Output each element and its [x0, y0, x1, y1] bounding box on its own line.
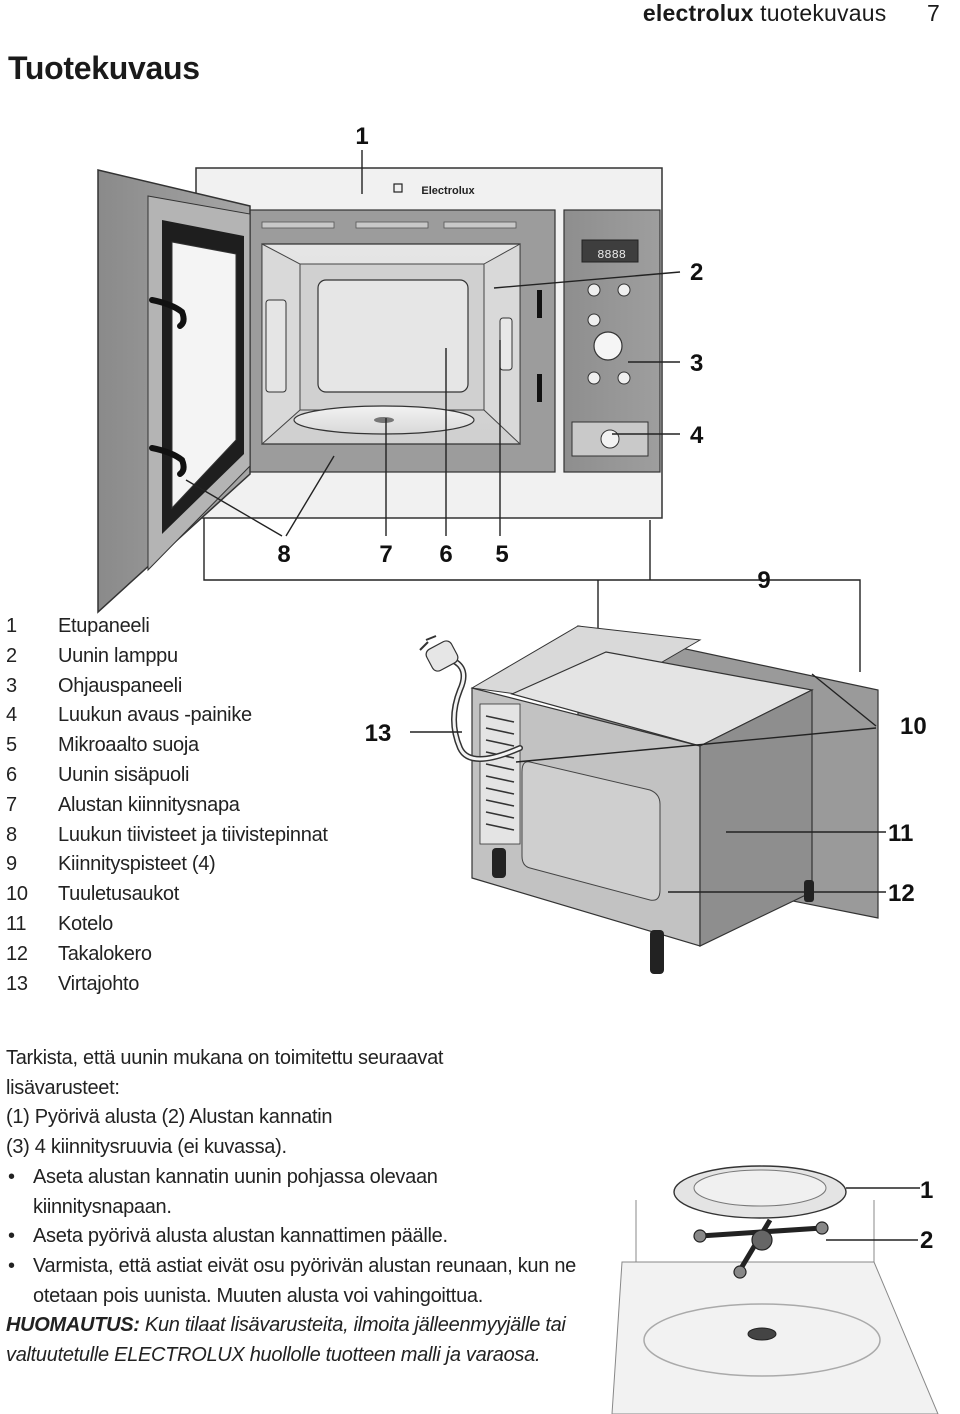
- oven-cabinet: [470, 625, 879, 974]
- display-readout: 8888: [597, 248, 626, 262]
- page-header: electrolux tuotekuvaus 7: [643, 0, 940, 27]
- callout-4: 4: [690, 422, 704, 449]
- callout-10: 10: [900, 713, 927, 740]
- control-panel: 8888: [537, 209, 661, 473]
- page-title: Tuotekuvaus: [8, 50, 200, 86]
- door-open-button: [600, 429, 620, 449]
- accessories-items-line1: (1) Pyörivä alusta (2) Alustan kannatin: [6, 1106, 333, 1129]
- turntable-callout-1: 1: [920, 1177, 933, 1204]
- note-label: HUOMAUTUS:: [6, 1314, 140, 1337]
- accessories-items-line2: (3) 4 kiinnitysruuvia (ei kuvassa).: [6, 1136, 287, 1159]
- instruction-bullet: Aseta pyörivä alusta alustan kannattimen…: [6, 1222, 606, 1252]
- callout-3: 3: [690, 350, 703, 377]
- instruction-bullet: Aseta alustan kannatin uunin pohjassa ol…: [6, 1163, 493, 1222]
- accessories-section: Tarkista, että uunin mukana on toimitett…: [6, 1044, 606, 1371]
- note-paragraph: HUOMAUTUS: Kun tilaat lisävarusteita, il…: [6, 1311, 606, 1370]
- turntable-callout-2: 2: [920, 1227, 933, 1254]
- control-knob: [593, 331, 623, 361]
- header-brand: electrolux: [642, 0, 754, 26]
- callout-13: 13: [365, 720, 392, 747]
- callout-lines-lower: [410, 673, 886, 893]
- callout-12: 12: [888, 880, 915, 907]
- oven-cavity: [261, 243, 521, 446]
- brand-logo-icon: [393, 183, 403, 193]
- page-number: 7: [927, 0, 940, 26]
- callout-7: 7: [379, 541, 392, 568]
- turntable-diagram: 1 2: [611, 1165, 939, 1414]
- callout-8: 8: [277, 541, 290, 568]
- callout-11: 11: [888, 820, 913, 847]
- callout-5: 5: [495, 541, 508, 568]
- brand-label: Electrolux: [421, 185, 475, 197]
- header-section: tuotekuvaus: [760, 0, 887, 26]
- callout-6: 6: [439, 541, 452, 568]
- oven-door: [97, 169, 251, 614]
- note-text: Kun tilaat lisävarusteita, ilmoita jälle…: [6, 1314, 566, 1367]
- instruction-bullet: Varmista, että astiat eivät osu pyörivän…: [6, 1252, 603, 1311]
- accessories-intro: Tarkista, että uunin mukana on toimitett…: [6, 1047, 444, 1099]
- callout-9: 9: [757, 567, 770, 594]
- callout-lines: [185, 150, 861, 672]
- callout-1: 1: [355, 123, 368, 150]
- callout-2: 2: [690, 259, 703, 286]
- power-cord: [419, 635, 523, 762]
